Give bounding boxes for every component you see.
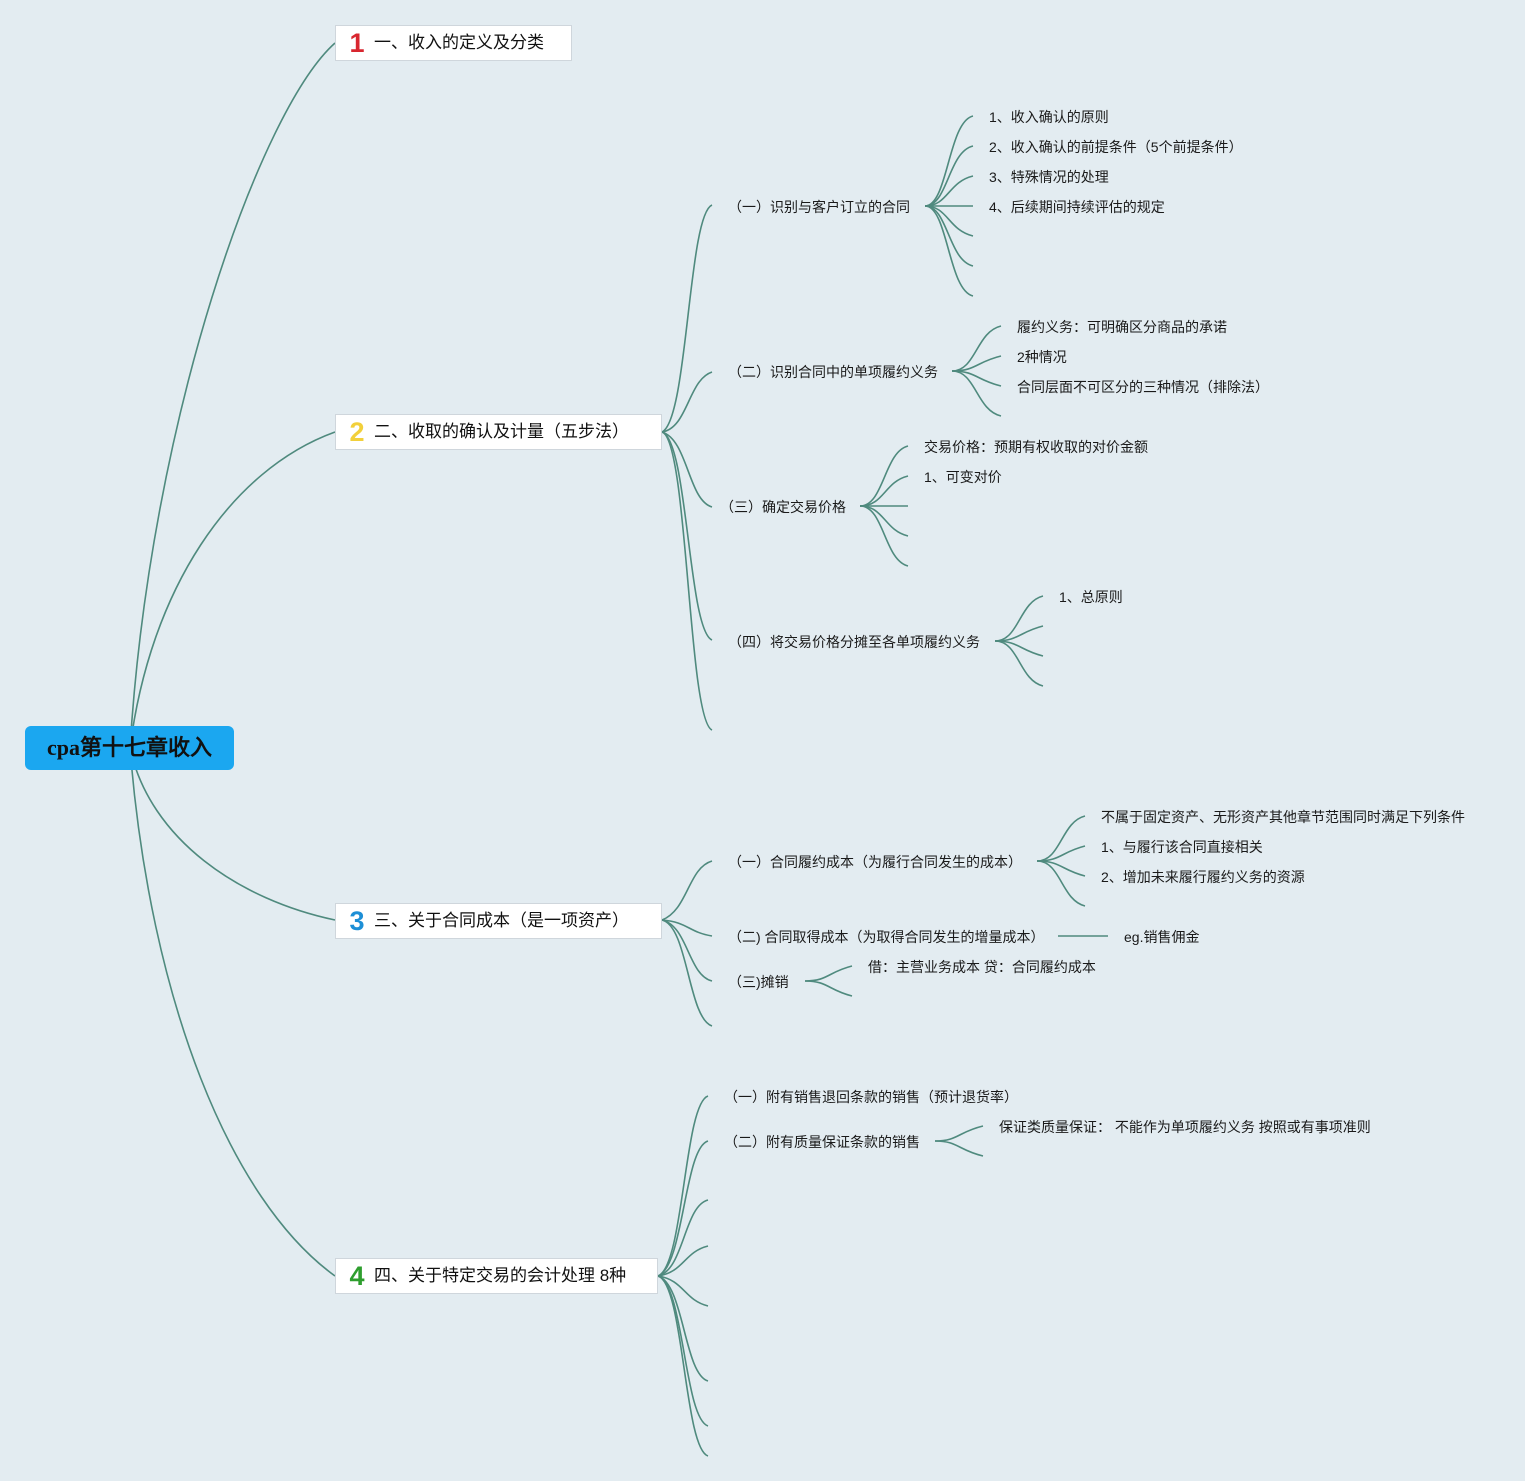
subtopic-performance-obligation[interactable]: （二）识别合同中的单项履约义务: [728, 364, 938, 380]
main-topic-label: 三、关于合同成本（是一项资产）: [374, 911, 629, 930]
leaf-item[interactable]: 合同层面不可区分的三种情况（排除法）: [1017, 379, 1269, 395]
main-topic-label: 四、关于特定交易的会计处理 8种: [374, 1266, 627, 1285]
leaf-item[interactable]: 1、可变对价: [924, 469, 1002, 485]
root-topic[interactable]: cpa第十七章收入: [25, 726, 234, 770]
leaf-item[interactable]: 4、后续期间持续评估的规定: [989, 199, 1165, 215]
subtopic-acquisition-cost[interactable]: （二) 合同取得成本（为取得合同发生的增量成本）: [728, 929, 1045, 945]
leaf-item[interactable]: 1、与履行该合同直接相关: [1101, 839, 1263, 855]
subtopic-sales-return[interactable]: （一）附有销售退回条款的销售（预计退货率）: [724, 1089, 1018, 1105]
leaf-item[interactable]: 不属于固定资产、无形资产其他章节范围同时满足下列条件: [1101, 809, 1465, 825]
leaf-item[interactable]: 1、收入确认的原则: [989, 109, 1109, 125]
leaf-item[interactable]: 2种情况: [1017, 349, 1067, 365]
main-topic-label: 一、收入的定义及分类: [374, 33, 544, 52]
leaf-item[interactable]: 3、特殊情况的处理: [989, 169, 1109, 185]
subtopic-quality-warranty[interactable]: （二）附有质量保证条款的销售: [724, 1134, 920, 1150]
subtopic-identify-contract[interactable]: （一）识别与客户订立的合同: [728, 199, 910, 215]
leaf-item[interactable]: eg.销售佣金: [1124, 929, 1200, 945]
subtopic-allocate-price[interactable]: （四）将交易价格分摊至各单项履约义务: [728, 634, 980, 650]
leaf-item[interactable]: 保证类质量保证： 不能作为单项履约义务 按照或有事项准则: [999, 1119, 1371, 1135]
number-1-icon: 1: [349, 28, 365, 58]
main-topic-4[interactable]: 4 四、关于特定交易的会计处理 8种: [335, 1258, 658, 1294]
number-3-icon: 3: [349, 906, 365, 936]
main-topic-2[interactable]: 2 二、收取的确认及计量（五步法）: [335, 414, 662, 450]
leaf-item[interactable]: 1、总原则: [1059, 589, 1123, 605]
leaf-item[interactable]: 借：主营业务成本 贷：合同履约成本: [868, 959, 1096, 975]
number-4-icon: 4: [349, 1261, 365, 1291]
main-topic-3[interactable]: 3 三、关于合同成本（是一项资产）: [335, 903, 662, 939]
leaf-item[interactable]: 履约义务：可明确区分商品的承诺: [1017, 319, 1227, 335]
leaf-item[interactable]: 2、增加未来履行履约义务的资源: [1101, 869, 1305, 885]
subtopic-fulfillment-cost[interactable]: （一）合同履约成本（为履行合同发生的成本）: [728, 854, 1022, 870]
leaf-item[interactable]: 2、收入确认的前提条件（5个前提条件）: [989, 139, 1243, 155]
main-topic-label: 二、收取的确认及计量（五步法）: [374, 422, 629, 441]
leaf-item[interactable]: 交易价格：预期有权收取的对价金额: [924, 439, 1148, 455]
number-2-icon: 2: [349, 417, 365, 447]
main-topic-1[interactable]: 1 一、收入的定义及分类: [335, 25, 572, 61]
subtopic-transaction-price[interactable]: （三）确定交易价格: [720, 499, 846, 515]
subtopic-amortization[interactable]: （三)摊销: [728, 974, 789, 990]
